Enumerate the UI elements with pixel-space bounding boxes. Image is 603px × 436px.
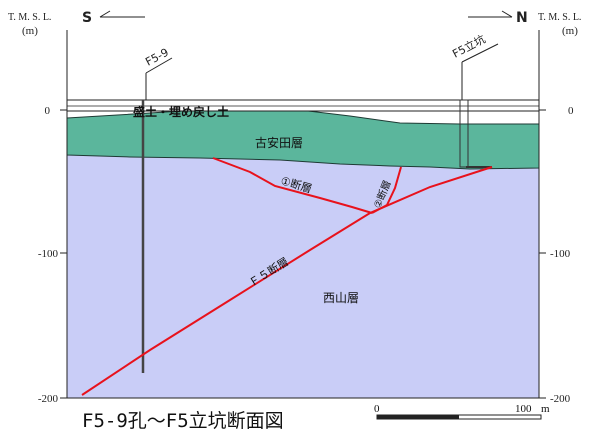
borehole-f5-9-label: F5-9 bbox=[143, 46, 171, 69]
direction-north-label: N bbox=[516, 10, 528, 26]
fault-1-line bbox=[212, 157, 373, 214]
right-tick-label-100: -100 bbox=[550, 248, 571, 260]
left-axis-unit: T. M. S. L. bbox=[8, 12, 51, 23]
nishiyama-layer-label: 西山層 bbox=[323, 291, 359, 305]
right-tick-label-200: -200 bbox=[550, 393, 571, 405]
diagram-caption: F5-9孔〜F5立坑断面図 bbox=[82, 410, 284, 432]
left-tick-label-100: -100 bbox=[38, 248, 59, 260]
left-tick-label-200: -200 bbox=[38, 393, 59, 405]
nishiyama-layer bbox=[67, 154, 539, 398]
left-axis-unit-m: (m) bbox=[22, 25, 38, 37]
right-arrow-icon bbox=[468, 10, 513, 18]
left-arrow-icon bbox=[99, 10, 145, 18]
scale-bar bbox=[376, 414, 542, 420]
f5-shaft bbox=[459, 99, 469, 168]
right-tick-label-0: 0 bbox=[568, 105, 574, 117]
f5-shaft-label: F5立坑 bbox=[450, 32, 488, 61]
direction-south-label: S bbox=[82, 10, 92, 26]
f5-shaft-leader-angle bbox=[461, 43, 499, 63]
left-tick-label-0: 0 bbox=[45, 105, 51, 117]
scale-unit-label: m bbox=[541, 403, 550, 415]
fill-layer-label: 盛土・埋め戻し土 bbox=[133, 104, 229, 119]
f5-fault-line bbox=[81, 166, 493, 396]
right-axis-unit: T. M. S. L. bbox=[538, 12, 581, 23]
koyasuda-layer-label: 古安田層 bbox=[255, 135, 303, 150]
fault-2-line bbox=[371, 166, 402, 214]
right-axis-unit-m: (m) bbox=[562, 25, 578, 37]
scale-start-label: 0 bbox=[374, 403, 380, 415]
scale-end-label: 100 bbox=[515, 403, 532, 415]
borehole-f5-9-leader-angle bbox=[145, 57, 173, 74]
